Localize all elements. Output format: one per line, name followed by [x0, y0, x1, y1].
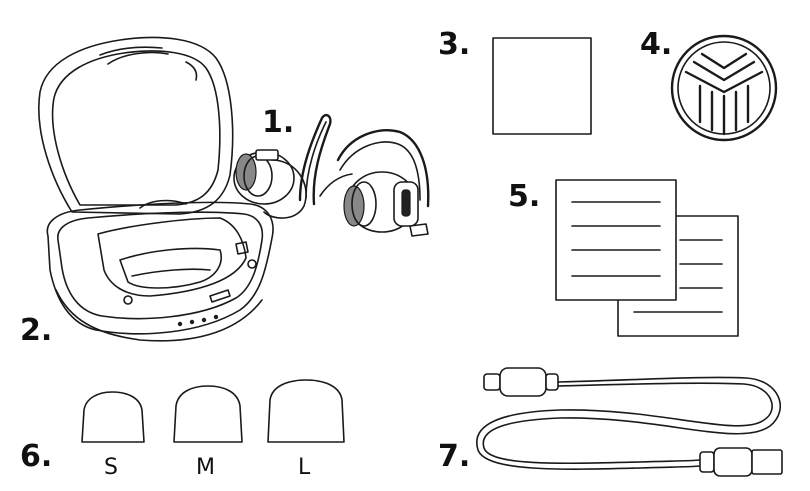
label-cleaning-cloth: 3.	[438, 27, 470, 62]
label-logo-sticker: 4.	[640, 27, 672, 62]
usb-c-cable	[476, 367, 783, 477]
eartips	[81, 379, 345, 443]
eartip-medium	[173, 385, 243, 443]
eartip-size-medium: M	[196, 455, 215, 480]
led-dot	[177, 321, 183, 327]
eartip-large	[267, 379, 345, 443]
led-dot	[213, 314, 219, 320]
eartip-size-small: S	[104, 455, 118, 480]
earbuds	[233, 113, 430, 237]
label-usb-cable: 7.	[438, 439, 470, 474]
cleaning-cloth	[492, 37, 592, 135]
logo-sticker	[670, 34, 778, 142]
label-charging-case: 2.	[20, 313, 52, 348]
label-eartips: 6.	[20, 439, 52, 474]
led-dot	[201, 317, 207, 323]
label-earbuds: 1.	[262, 105, 294, 140]
charging-case	[38, 36, 274, 342]
label-user-manuals: 5.	[508, 179, 540, 214]
eartip-size-large: L	[298, 455, 311, 480]
led-dot	[189, 319, 195, 325]
eartip-small	[81, 391, 145, 443]
user-manuals	[555, 179, 739, 337]
